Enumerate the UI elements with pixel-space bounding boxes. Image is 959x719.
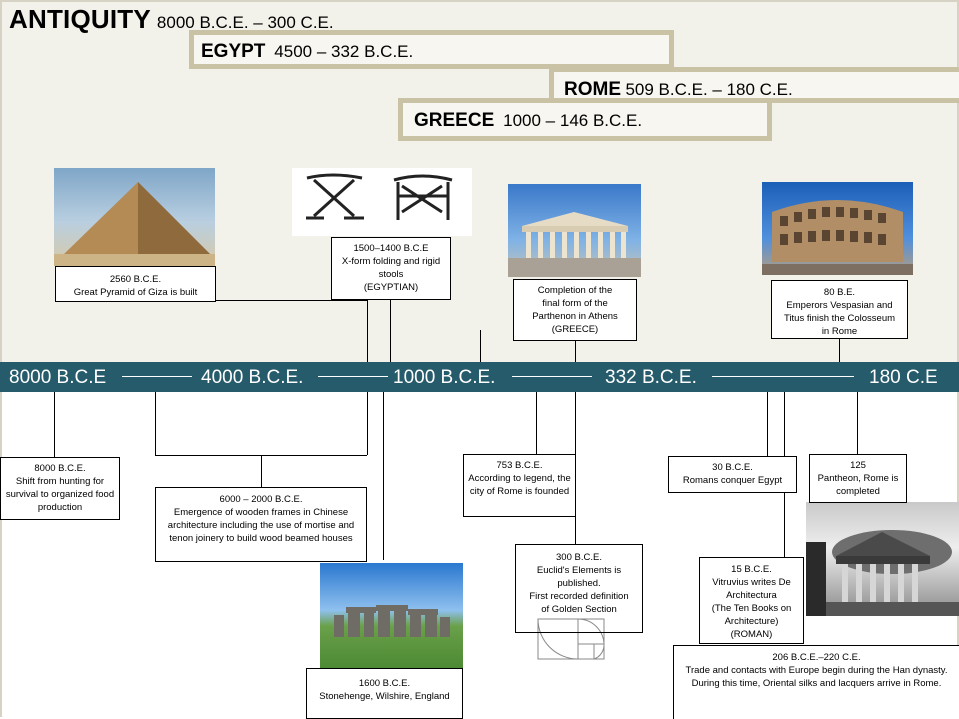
event-date: 8000 B.C.E. xyxy=(34,463,86,474)
wooden-connector-drop xyxy=(261,455,262,487)
event-text: Parthenon in Athens xyxy=(532,311,618,322)
pyramid-connector-down xyxy=(367,300,368,362)
event-date: 125 xyxy=(850,460,866,471)
event-colosseum: 80 B.E. Emperors Vespasian and Titus fin… xyxy=(771,280,908,339)
timeline-segment xyxy=(318,376,388,377)
stonehenge-image xyxy=(320,563,463,668)
event-text: Completion of the xyxy=(537,285,613,296)
hunting-connector xyxy=(54,392,55,457)
parthenon-image xyxy=(508,184,641,277)
event-text: According to legend, the city of Rome is… xyxy=(468,473,571,497)
parthenon-connector xyxy=(575,335,576,362)
timeline-tick-4000: 4000 B.C.E. xyxy=(201,367,304,388)
event-pyramid: 2560 B.C.E. Great Pyramid of Giza is bui… xyxy=(55,266,216,302)
band-egypt-range: 4500 – 332 B.C.E. xyxy=(274,42,414,61)
timeline-tick-332: 332 B.C.E. xyxy=(605,367,697,388)
event-text: Shift from hunting for survival to organ… xyxy=(5,476,115,513)
band-greece-name: GREECE xyxy=(414,110,495,131)
band-greece-range: 1000 – 146 B.C.E. xyxy=(503,111,643,130)
event-text: (The Ten Books on Architecture) xyxy=(711,603,792,627)
pyramid-image xyxy=(54,168,215,266)
event-date: 6000 – 2000 B.C.E. xyxy=(219,494,303,505)
event-date: 2560 B.C.E. xyxy=(109,274,162,285)
band-rome-name: ROME xyxy=(564,79,621,100)
event-text: final form of the xyxy=(542,298,608,309)
event-date: 80 B.E. xyxy=(823,287,856,298)
event-date: 30 B.C.E. xyxy=(712,462,753,473)
event-note: (ROMAN) xyxy=(730,629,773,640)
colosseum-image xyxy=(762,182,913,275)
pantheon-image xyxy=(806,502,959,616)
timeline-segment xyxy=(122,376,192,377)
event-date: 1600 B.C.E. xyxy=(358,678,411,689)
event-note: (GREECE) xyxy=(551,324,599,335)
title-range: 8000 B.C.E. – 300 C.E. xyxy=(156,13,334,32)
timeline-segment xyxy=(712,376,854,377)
timeline-tick-8000: 8000 B.C.E xyxy=(9,367,107,388)
event-pantheon: 125 Pantheon, Rome is completed xyxy=(809,454,907,503)
title-main: ANTIQUITY xyxy=(9,4,151,34)
band-greece: GREECE 1000 – 146 B.C.E. xyxy=(398,98,772,141)
event-date: 15 B.C.E. xyxy=(731,564,772,575)
event-date: 206 B.C.E.–220 C.E. xyxy=(772,652,861,663)
event-stools: 1500–1400 B.C.E X-form folding and rigid… xyxy=(331,237,451,300)
event-text: First recorded definition of Golden Sect… xyxy=(529,591,629,615)
pantheon-connector xyxy=(857,392,858,454)
event-text: Emergence of wooden frames in Chinese ar… xyxy=(167,507,355,544)
event-text: X-form folding and rigid stools xyxy=(341,256,441,280)
event-text: Vitruvius writes De Architectura xyxy=(712,577,791,601)
event-text: Emperors Vespasian and Titus finish the … xyxy=(783,300,896,337)
event-parthenon: Completion of the final form of the Part… xyxy=(513,279,637,341)
event-vitruvius: 15 B.C.E. Vitruvius writes De Architectu… xyxy=(699,557,804,644)
pyramid-connector xyxy=(215,300,368,301)
event-text: Pantheon, Rome is completed xyxy=(817,473,899,497)
band-egypt-name: EGYPT xyxy=(201,41,266,62)
event-text: Stonehenge, Wilshire, England xyxy=(319,691,450,702)
event-stonehenge: 1600 B.C.E. Stonehenge, Wilshire, Englan… xyxy=(306,668,463,719)
event-date: 1500–1400 B.C.E xyxy=(353,243,429,254)
band-egypt: EGYPT 4500 – 332 B.C.E. xyxy=(189,30,674,69)
wooden-connector-right xyxy=(367,392,368,455)
stools-connector xyxy=(390,300,391,362)
event-date: 753 B.C.E. xyxy=(496,460,543,471)
timeline-tick-1000: 1000 B.C.E. xyxy=(393,367,496,388)
event-egypt-conquest: 30 B.C.E. Romans conquer Egypt xyxy=(668,456,797,493)
event-han-dynasty: 206 B.C.E.–220 C.E. Trade and contacts w… xyxy=(673,645,959,719)
timeline-bar: 8000 B.C.E 4000 B.C.E. 1000 B.C.E. 332 B… xyxy=(0,362,959,392)
band-rome-range: 509 B.C.E. – 180 C.E. xyxy=(625,80,793,99)
vitruvius-connector xyxy=(784,392,785,644)
timeline-tick-180: 180 C.E xyxy=(869,367,938,388)
golden-spiral-image xyxy=(537,618,605,660)
event-date: 300 B.C.E. xyxy=(556,552,602,563)
page-title: ANTIQUITY 8000 B.C.E. – 300 C.E. xyxy=(9,4,334,35)
stools-image xyxy=(292,168,472,236)
event-euclid: 300 B.C.E. Euclid's Elements is publishe… xyxy=(515,544,643,633)
event-text: Romans conquer Egypt xyxy=(682,475,783,486)
event-rome-founded: 753 B.C.E. According to legend, the city… xyxy=(463,454,576,517)
stonehenge-connector xyxy=(383,392,384,560)
rome-founded-connector xyxy=(536,392,537,454)
event-hunting: 8000 B.C.E. Shift from hunting for survi… xyxy=(0,457,120,520)
wooden-connector-left xyxy=(155,392,156,455)
egypt-conquest-connector xyxy=(767,392,768,456)
event-wooden-frames: 6000 – 2000 B.C.E. Emergence of wooden f… xyxy=(155,487,367,562)
event-text: Great Pyramid of Giza is built xyxy=(73,287,198,298)
colosseum-connector xyxy=(839,330,840,362)
greece-connector xyxy=(480,330,481,376)
event-text: Trade and contacts with Europe begin dur… xyxy=(685,665,948,689)
event-text: Euclid's Elements is published. xyxy=(536,565,622,589)
event-note: (EGYPTIAN) xyxy=(363,282,419,293)
timeline-segment xyxy=(512,376,592,377)
